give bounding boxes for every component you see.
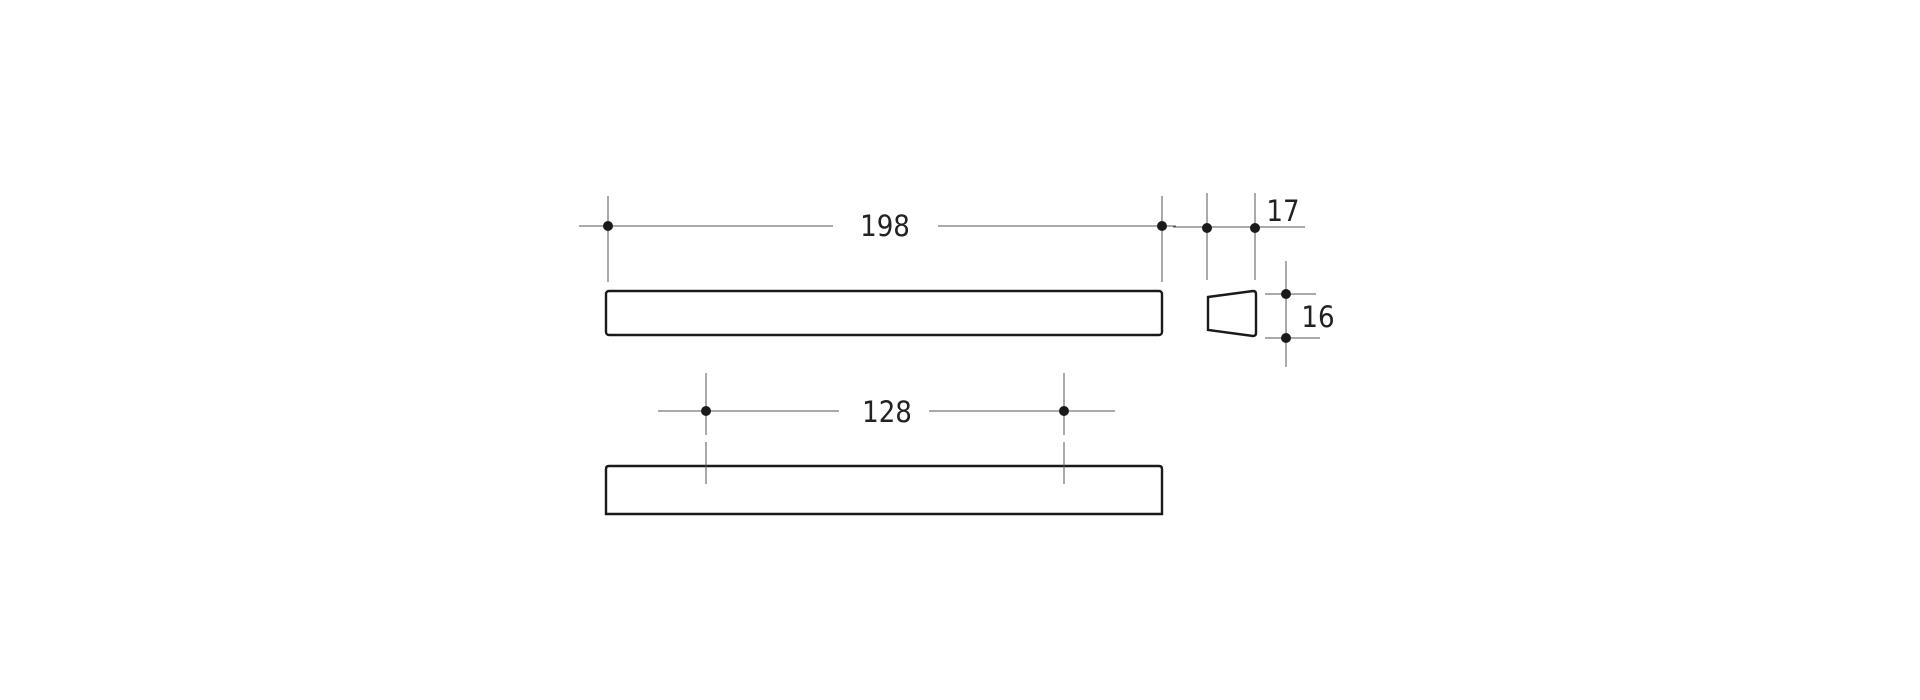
dimension-label-17: 17 xyxy=(1266,194,1299,228)
handle-side-profile xyxy=(1206,289,1258,338)
dimension-label-128: 128 xyxy=(862,395,912,429)
handle-front-view xyxy=(604,464,1164,516)
handle-top-view xyxy=(604,289,1164,337)
dimension-height: 16 xyxy=(1265,261,1335,367)
dimension-depth: 17 xyxy=(1173,193,1305,280)
dimension-hole-spacing: 128 xyxy=(658,373,1115,435)
dimension-label-198: 198 xyxy=(860,209,910,243)
dimension-label-16: 16 xyxy=(1301,300,1334,334)
dimension-overall-length: 198 xyxy=(579,196,1176,282)
